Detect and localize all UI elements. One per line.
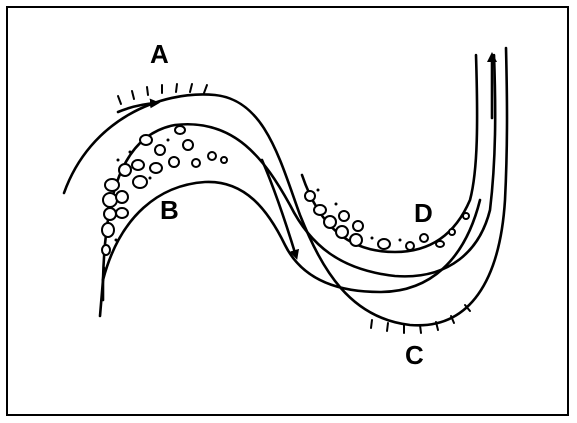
point-bar-b-line — [101, 180, 482, 294]
erosion-ticks-c — [370, 304, 471, 334]
label-d: D — [414, 198, 433, 228]
label-b: B — [160, 195, 179, 225]
label-c: C — [405, 340, 424, 370]
tail-line — [98, 266, 106, 318]
erosion-ticks-a — [117, 83, 208, 105]
outer-bank-line — [62, 46, 509, 327]
label-a: A — [150, 39, 169, 69]
point-bar-b-sediment — [101, 125, 228, 256]
flow-arrow-middle — [260, 158, 300, 260]
flow-arrow-top — [116, 98, 160, 114]
point-bar-d-sediment — [304, 188, 470, 251]
diagram-frame — [6, 6, 569, 416]
